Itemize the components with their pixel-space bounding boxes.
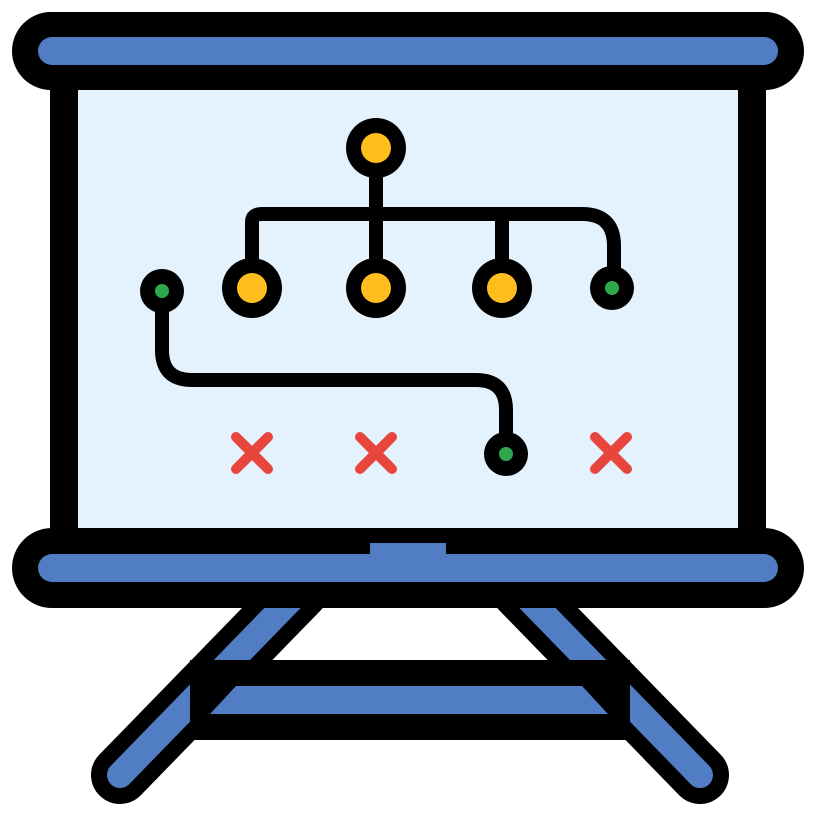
bottom-rail-gap [370,543,446,555]
x-mark-2 [355,432,397,474]
bottom-rail-top-right-edge [448,530,758,554]
presentation-screen [78,90,738,530]
stand-gap-upper [287,605,533,660]
branch-node-1 [237,273,267,303]
route-path [155,285,513,461]
top-rail-fill [38,37,778,65]
branch-node-4 [605,281,619,295]
bottom-rail-fill [38,554,778,582]
path-end-node [499,447,513,461]
play-diagram [140,118,634,476]
x-mark-3 [590,432,632,474]
bottom-rail [12,528,804,608]
root-node [361,133,391,163]
bottom-rail-top-left-edge [60,530,368,554]
x-mark-1 [231,432,273,474]
stand-crossbar [210,686,608,714]
top-rail [12,12,804,90]
easel-stand [91,561,729,804]
presentation-screen-group [50,70,766,560]
path-start-node [155,284,169,298]
branch-node-3 [487,273,517,303]
branch-node-2 [361,273,391,303]
